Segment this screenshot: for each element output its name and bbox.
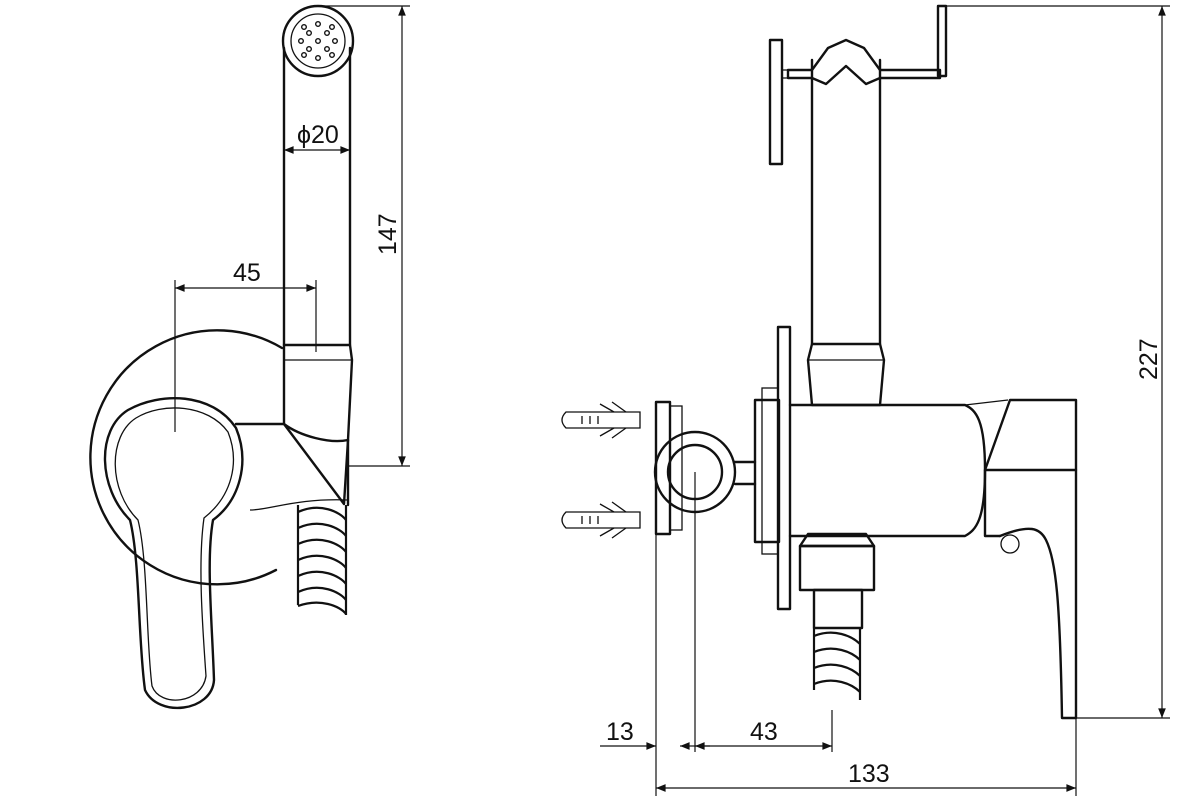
mixer-lever	[103, 396, 244, 710]
side-view: ϕ20 147 45	[89, 4, 410, 710]
dim-wall-depth: 13	[606, 718, 634, 746]
hose-spring-right	[812, 628, 862, 700]
cover-plate	[89, 329, 284, 586]
dim-hose-diameter: ϕ20	[297, 121, 339, 149]
spray-holes	[298, 21, 339, 62]
dim-offset: 45	[233, 259, 261, 287]
wall-anchor-bottom	[561, 501, 641, 539]
dim-total-width: 133	[848, 760, 890, 788]
wall-anchor-top	[561, 401, 641, 439]
mixer-body	[788, 403, 987, 538]
mixer-lever-inner	[114, 407, 235, 701]
wall-holder	[234, 422, 350, 443]
dim-holder-offset: 43	[750, 718, 778, 746]
front-view: 227 13 43 133	[561, 4, 1170, 796]
flange-inner	[753, 398, 781, 544]
mixer-handle-side	[983, 398, 1078, 472]
hose-spring-left	[296, 505, 348, 615]
handshower-end	[282, 343, 354, 506]
dim-total-height: 227	[1135, 338, 1163, 380]
shower-head-ring	[290, 13, 346, 69]
shower-head-face	[281, 4, 355, 78]
dim-handshower-height: 147	[374, 213, 402, 255]
top-fitting	[786, 38, 942, 86]
